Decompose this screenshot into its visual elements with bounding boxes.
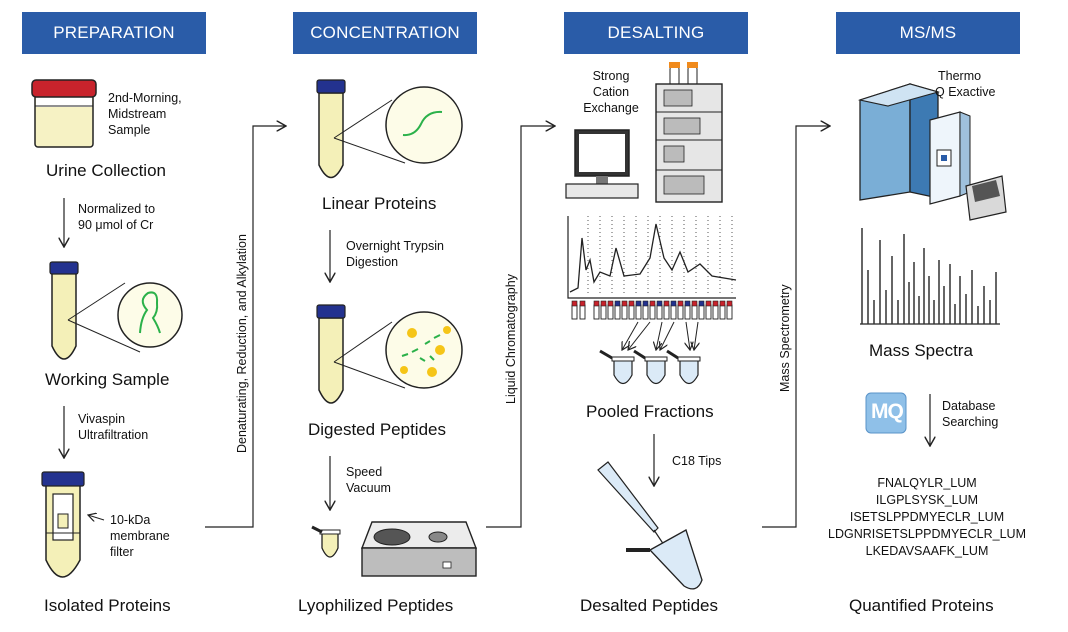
mass-spectrometer-icon bbox=[857, 83, 1007, 221]
filter-tube-icon bbox=[41, 471, 85, 578]
peptide-list: FNALQYLR_LUM ILGPLSYSK_LUM ISETSLPPDMYEC… bbox=[816, 475, 1038, 560]
label-linear-proteins: Linear Proteins bbox=[322, 194, 437, 213]
small-vial-icon bbox=[311, 525, 341, 558]
side-label-denaturation: Denaturating, Reduction, and Alkylation bbox=[235, 234, 249, 453]
c18-tip-icon bbox=[597, 461, 667, 549]
header-preparation: PREPARATION bbox=[22, 12, 206, 54]
side-label-liquid-chromatography: Liquid Chromatography bbox=[504, 274, 518, 404]
label-urine-collection: Urine Collection bbox=[46, 161, 166, 180]
label-quantified-proteins: Quantified Proteins bbox=[849, 596, 994, 615]
c18-note: C18 Tips bbox=[672, 454, 722, 468]
label-working-sample: Working Sample bbox=[45, 370, 170, 389]
desalted-tube-icon bbox=[626, 529, 703, 590]
header-concentration: CONCENTRATION bbox=[293, 12, 477, 54]
label-mass-spectra: Mass Spectra bbox=[869, 341, 973, 360]
mass-spectrum-plot bbox=[860, 228, 1000, 325]
peptide-item: ISETSLPPDMYECLR_LUM bbox=[849, 510, 1005, 524]
label-lyophilized-peptides: Lyophilized Peptides bbox=[298, 596, 454, 615]
working-tube-icon bbox=[49, 261, 183, 360]
label-digested-peptides: Digested Peptides bbox=[308, 420, 446, 439]
pooled-vials-icon bbox=[599, 349, 701, 385]
linear-protein-tube-icon bbox=[316, 79, 463, 179]
header-desalting: DESALTING bbox=[564, 12, 748, 54]
digested-tube-icon bbox=[316, 304, 463, 404]
maxquant-logo-icon bbox=[865, 392, 907, 434]
pooling-arrows bbox=[622, 321, 698, 350]
peptide-item: ILGPLSYSK_LUM bbox=[875, 493, 979, 507]
speedvac-icon bbox=[360, 521, 478, 577]
computer-icon bbox=[565, 129, 639, 199]
hplc-system-icon bbox=[655, 62, 723, 203]
arrow-filter-pointer bbox=[88, 515, 105, 520]
side-label-mass-spectrometry: Mass Spectrometry bbox=[778, 284, 792, 392]
peptide-item: FNALQYLR_LUM bbox=[877, 476, 977, 490]
label-desalted-peptides: Desalted Peptides bbox=[580, 596, 718, 615]
peptide-item: LDGNRISETSLPPDMYECLR_LUM bbox=[828, 527, 1026, 541]
label-isolated-proteins: Isolated Proteins bbox=[44, 596, 171, 615]
connector-1 bbox=[205, 126, 286, 528]
connector-2 bbox=[486, 126, 555, 528]
urine-cup-icon bbox=[31, 79, 97, 148]
peptide-item: LKEDAVSAAFK_LUM bbox=[865, 544, 989, 558]
header-msms: MS/MS bbox=[836, 12, 1020, 54]
fraction-tubes-row bbox=[571, 300, 733, 320]
chromatogram-plot bbox=[567, 216, 737, 299]
connector-3 bbox=[762, 126, 830, 528]
maxquant-logo-text: MQ bbox=[871, 400, 904, 423]
label-pooled-fractions: Pooled Fractions bbox=[586, 402, 714, 421]
